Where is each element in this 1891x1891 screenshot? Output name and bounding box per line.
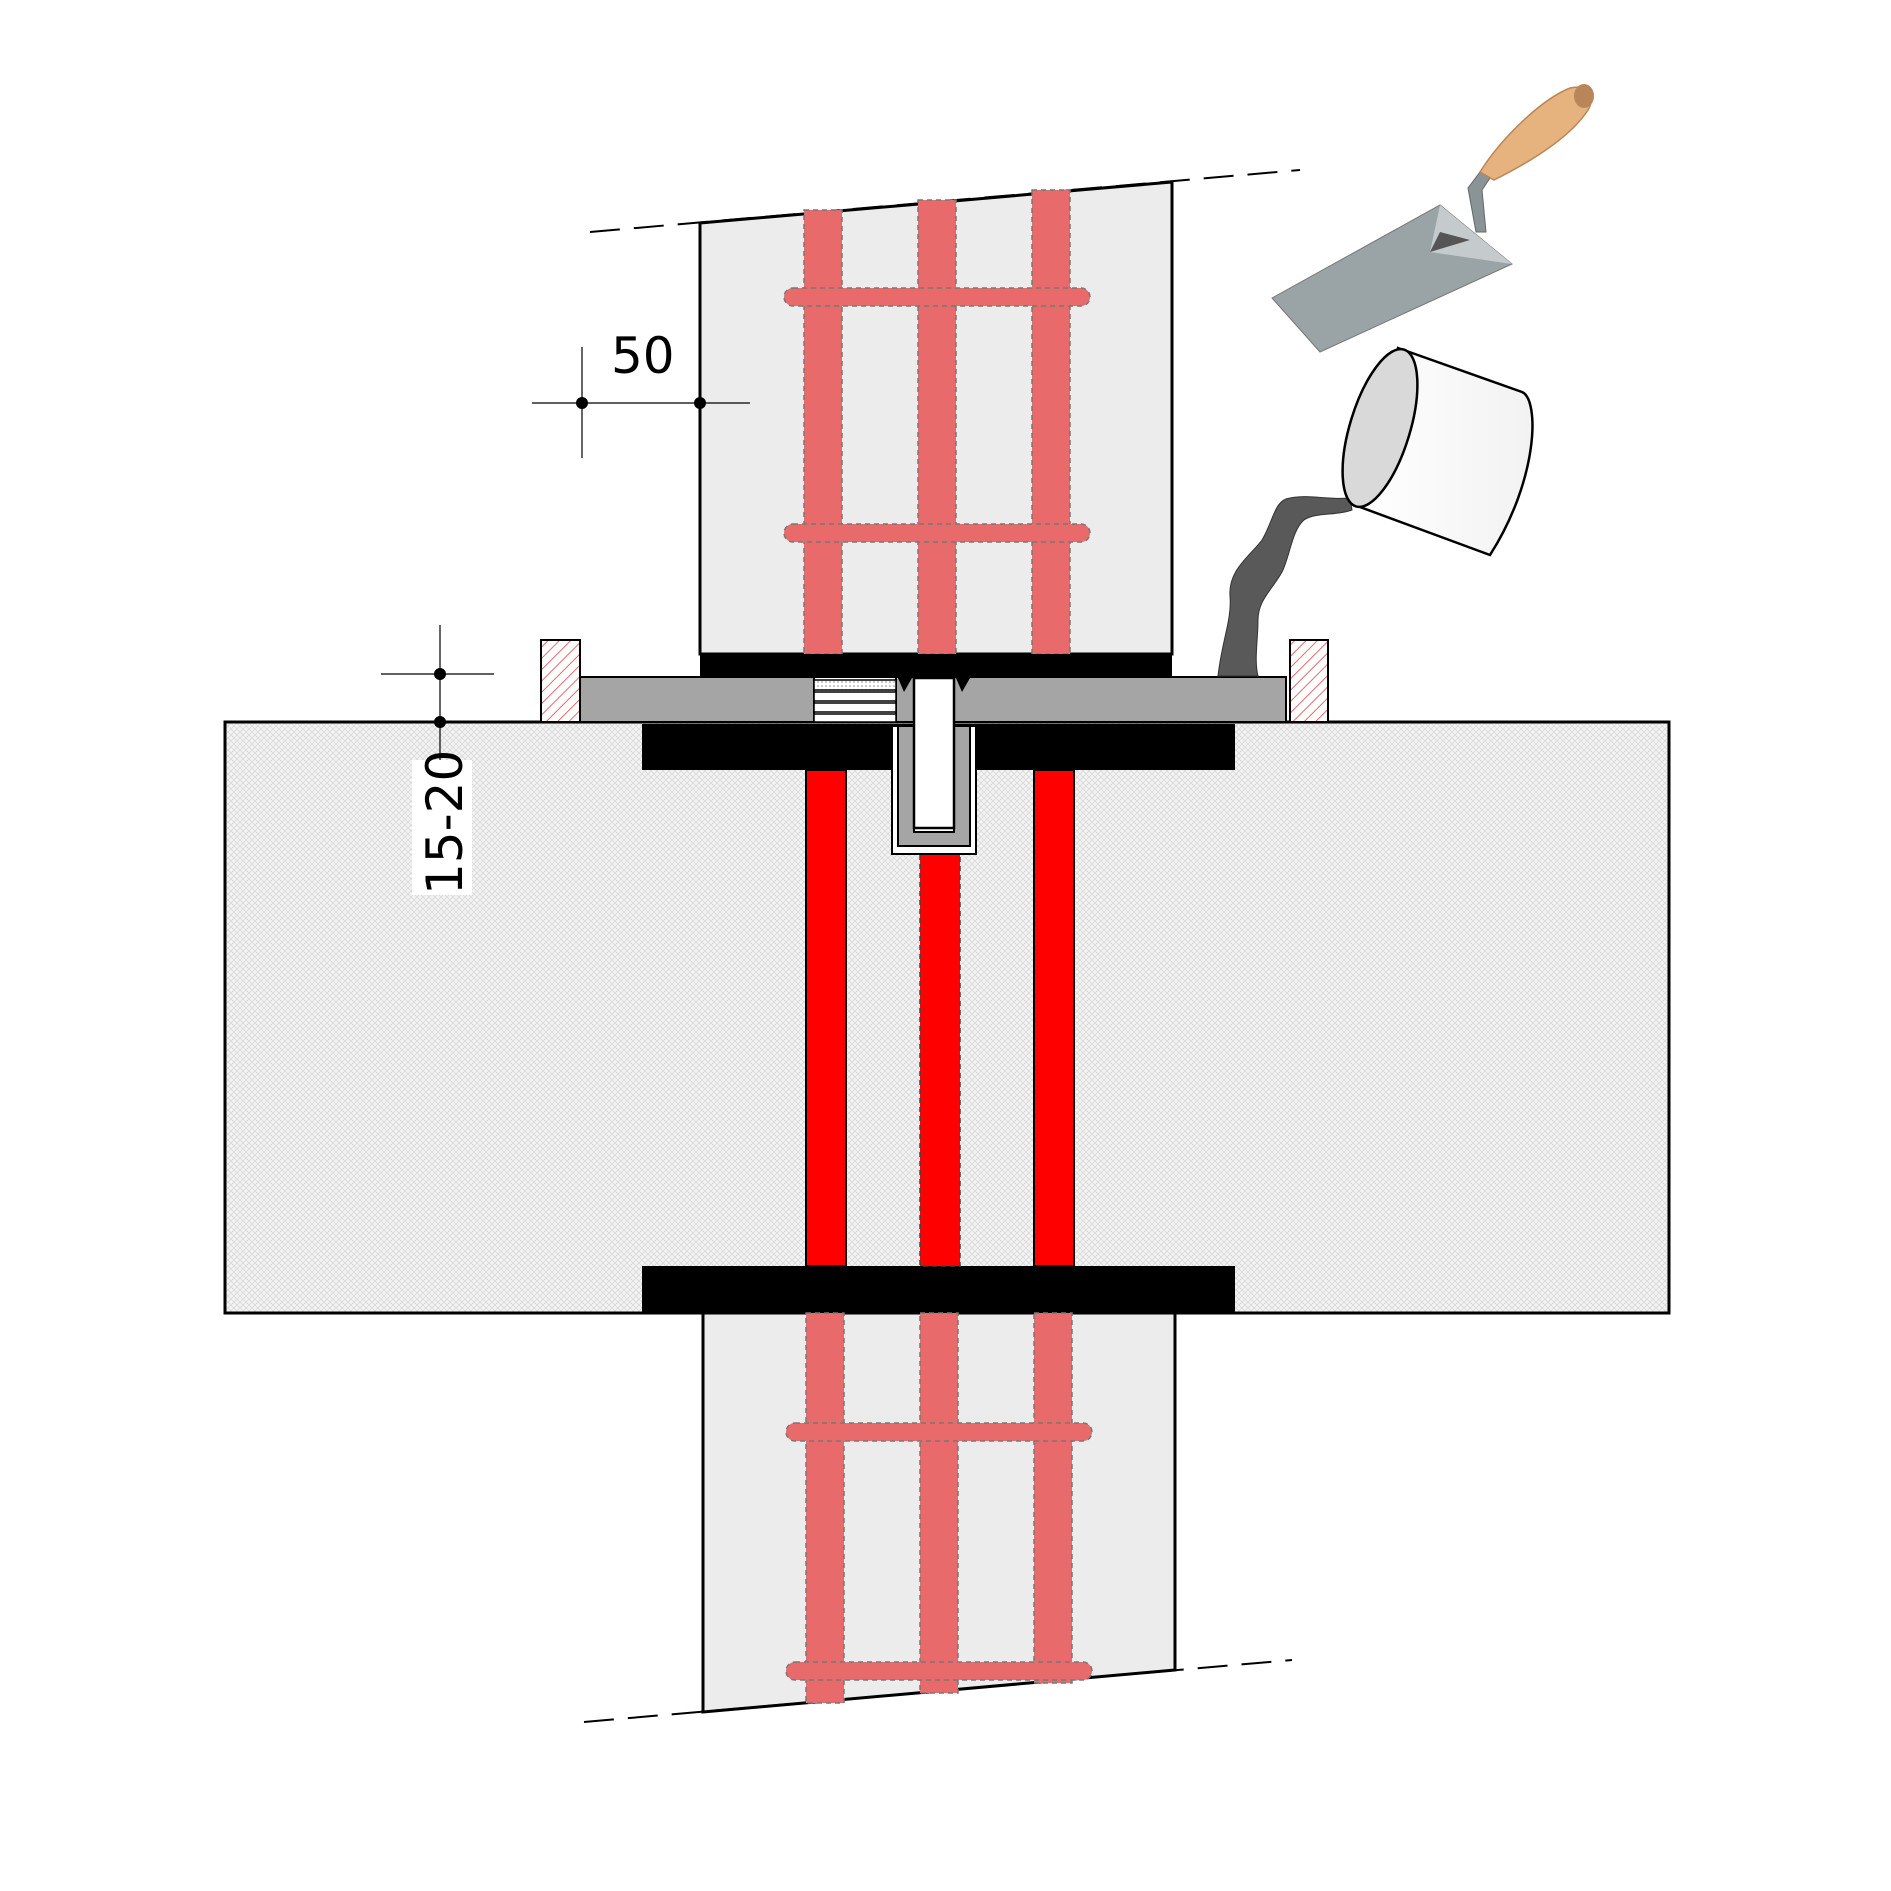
dimension-15-20-label: 15-20 xyxy=(416,750,474,895)
dimension-50: 50 xyxy=(532,327,750,458)
slab-rebar-middle xyxy=(919,851,961,1267)
dimension-50-label: 50 xyxy=(611,327,675,385)
upper-column-rebars xyxy=(783,189,1091,655)
rebar-right xyxy=(1031,189,1071,655)
rebar-middle xyxy=(917,199,957,655)
stirrup-upper-2 xyxy=(783,523,1091,543)
grout-bed xyxy=(540,639,1329,723)
lower-column xyxy=(583,1311,1293,1723)
rebar-left xyxy=(805,1312,845,1704)
dimension-15-20: 15-20 xyxy=(381,625,494,895)
slab-rebar-left xyxy=(805,769,847,1267)
rebar-right xyxy=(1033,1312,1073,1684)
stirrup-lower-2 xyxy=(785,1661,1093,1681)
sleeve-chamfer-right xyxy=(956,678,970,692)
stirrup-lower-1 xyxy=(785,1422,1093,1442)
trowel-shank xyxy=(1467,171,1491,233)
grout-sleeve xyxy=(891,676,977,855)
rebar-left xyxy=(803,209,843,655)
stirrup-upper-1 xyxy=(783,287,1091,307)
formwork-right xyxy=(1289,639,1329,723)
slab-bottom-plate xyxy=(642,1266,1235,1313)
formwork-left xyxy=(540,639,581,723)
trowel-handle xyxy=(1478,86,1593,181)
upper-column xyxy=(589,169,1301,678)
slab-rebar-right xyxy=(1033,769,1075,1267)
shim-stack xyxy=(813,676,897,723)
trowel-icon xyxy=(1271,84,1594,353)
rebar-middle xyxy=(919,1312,959,1694)
lower-column-rebars xyxy=(785,1312,1093,1704)
sleeve-chamfer-left xyxy=(898,678,912,692)
upper-column-base-plate xyxy=(700,654,1172,678)
slab-rebars xyxy=(805,769,1075,1267)
bucket-icon xyxy=(1341,346,1534,557)
grout-pour-icon xyxy=(1217,496,1353,677)
dowel-bar xyxy=(912,676,956,830)
